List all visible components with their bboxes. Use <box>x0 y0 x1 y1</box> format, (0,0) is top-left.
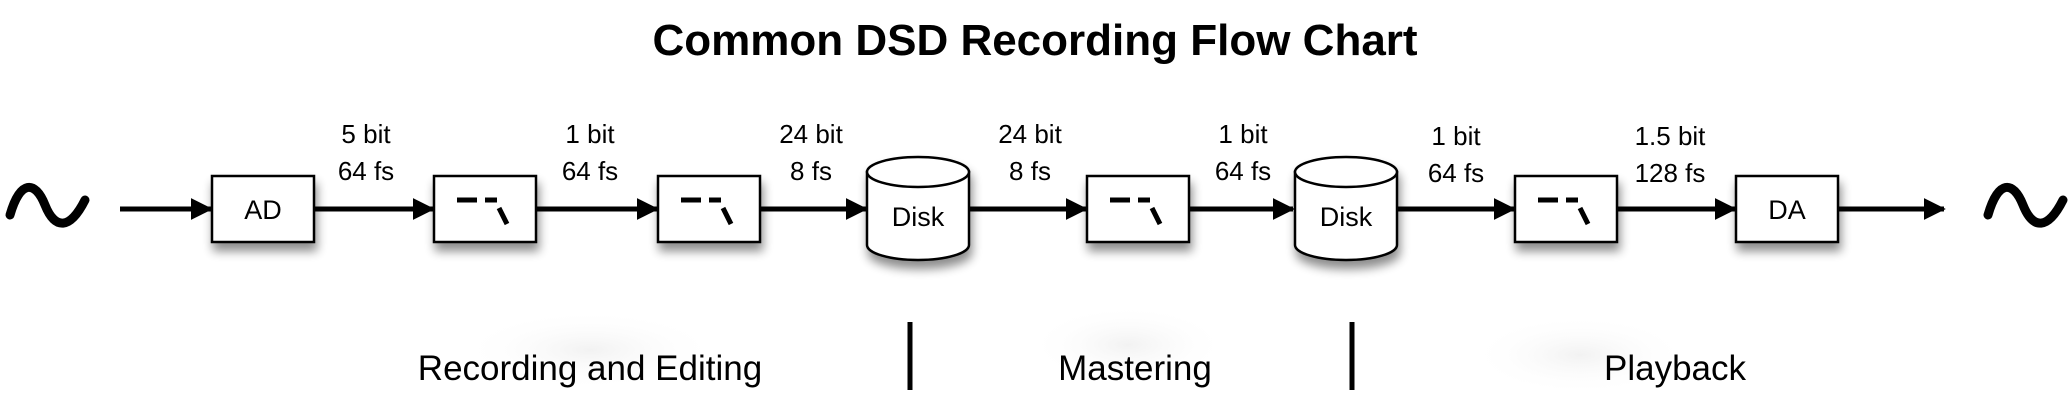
lowpass-filter-block-4 <box>1513 174 1619 244</box>
link-4-rate: 8 fs <box>1009 156 1051 186</box>
lowpass-filter-block-3 <box>1085 174 1191 244</box>
lowpass-filter-icon <box>1110 197 1163 226</box>
link-2-bits: 1 bit <box>565 119 615 149</box>
disk-2-label: Disk <box>1320 202 1373 232</box>
analog-wave-icon <box>5 182 90 228</box>
lowpass-filter-icon <box>1538 197 1591 226</box>
link-3-bits: 24 bit <box>779 119 843 149</box>
link-1-bits: 5 bit <box>341 119 391 149</box>
ad-converter-block: AD <box>210 174 316 244</box>
lowpass-filter-icon <box>457 197 510 226</box>
section-recording-label: Recording and Editing <box>418 349 762 388</box>
da-label: DA <box>1768 195 1806 225</box>
link-labels: 5 bit 64 fs 1 bit 64 fs 24 bit 8 fs 24 b… <box>338 119 1706 188</box>
link-7-bits: 1.5 bit <box>1635 121 1707 151</box>
section-highlight <box>460 310 720 390</box>
chart-title: Common DSD Recording Flow Chart <box>652 16 1417 65</box>
link-2-rate: 64 fs <box>562 156 618 186</box>
analog-wave-icon <box>1983 182 2068 228</box>
link-3-rate: 8 fs <box>790 156 832 186</box>
section-highlight <box>1028 305 1228 385</box>
disk-storage-1: Disk <box>865 155 971 262</box>
disk-storage-2: Disk <box>1293 155 1399 262</box>
da-converter-block: DA <box>1734 174 1840 244</box>
link-6-bits: 1 bit <box>1431 121 1481 151</box>
link-4-bits: 24 bit <box>998 119 1062 149</box>
disk-1-label: Disk <box>892 202 945 232</box>
lowpass-filter-block-1 <box>432 174 538 244</box>
link-6-rate: 64 fs <box>1428 158 1484 188</box>
link-5-bits: 1 bit <box>1218 119 1268 149</box>
lowpass-filter-icon <box>681 197 734 226</box>
section-mastering-label: Mastering <box>1058 349 1212 388</box>
link-5-rate: 64 fs <box>1215 156 1271 186</box>
lowpass-filter-block-2 <box>656 174 762 244</box>
section-playback-label: Playback <box>1604 349 1747 388</box>
section-highlight <box>1470 315 1690 395</box>
link-7-rate: 128 fs <box>1635 158 1706 188</box>
link-1-rate: 64 fs <box>338 156 394 186</box>
ad-label: AD <box>244 195 282 225</box>
